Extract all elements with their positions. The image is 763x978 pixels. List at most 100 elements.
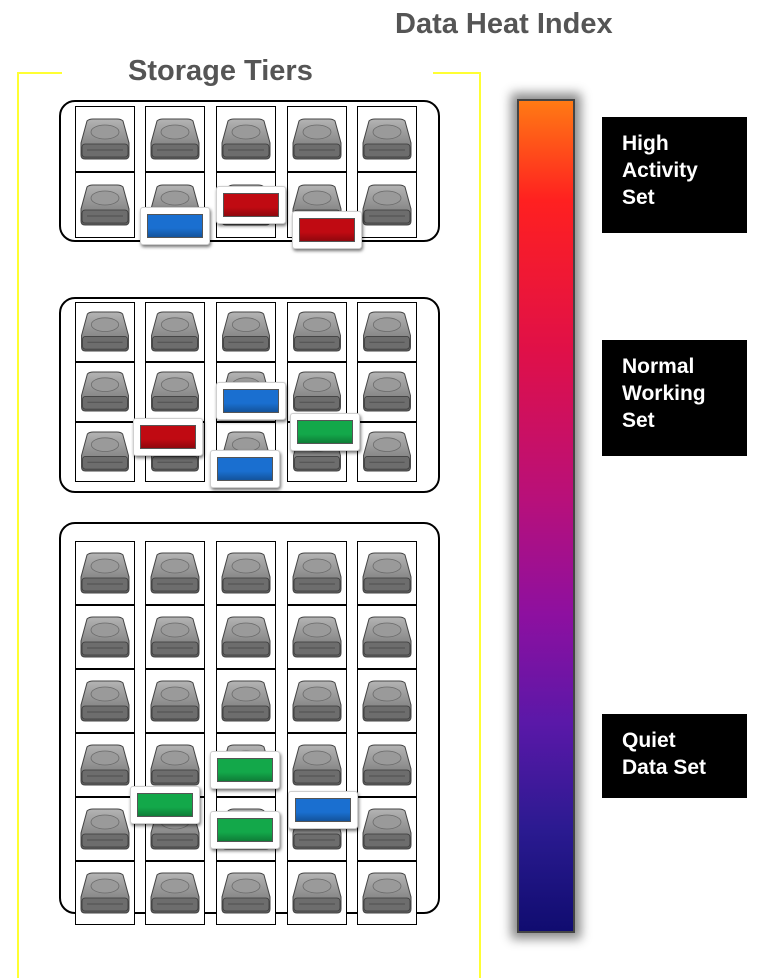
hard-drive-icon	[291, 370, 343, 413]
hard-drive-icon	[79, 806, 131, 852]
data-block-fill	[223, 389, 279, 413]
heat-index-bar	[517, 99, 575, 933]
hard-drive-icon	[291, 115, 343, 163]
hard-drive-icon	[79, 115, 131, 168]
hard-drive-icon	[361, 614, 413, 665]
hard-drive-icon	[149, 678, 201, 724]
hard-drive-icon	[291, 742, 343, 793]
blue-data-block	[216, 382, 286, 420]
hard-drive-icon	[361, 430, 413, 473]
hard-drive-icon	[149, 870, 201, 921]
hard-drive-icon	[79, 678, 131, 724]
hard-drive-icon	[149, 614, 201, 665]
data-block-fill	[217, 818, 273, 842]
hard-drive-icon	[220, 550, 272, 601]
hard-drive-icon	[291, 550, 343, 596]
hard-drive-icon	[291, 115, 343, 168]
hard-drive-icon	[361, 870, 413, 921]
hard-drive-icon	[220, 310, 272, 358]
hard-drive-icon	[220, 310, 272, 353]
hard-drive-icon	[361, 310, 413, 353]
hard-drive-icon	[79, 614, 131, 660]
hard-drive-icon	[220, 870, 272, 921]
hard-drive-icon	[361, 742, 413, 793]
hard-drive-icon	[79, 430, 131, 473]
blue-data-block	[288, 791, 358, 829]
hard-drive-icon	[291, 678, 343, 729]
hard-drive-icon	[79, 806, 131, 857]
hard-drive-icon	[79, 742, 131, 788]
hard-drive-icon	[220, 614, 272, 665]
hard-drive-icon	[220, 614, 272, 660]
data-block-fill	[295, 798, 351, 822]
data-block-fill	[147, 214, 203, 238]
data-block-fill	[137, 793, 193, 817]
hard-drive-icon	[79, 310, 131, 358]
data-block-fill	[223, 193, 279, 217]
hard-drive-icon	[361, 550, 413, 596]
hard-drive-icon	[79, 181, 131, 234]
hard-drive-icon	[79, 870, 131, 921]
normal-working-set-label: Normal Working Set	[602, 340, 747, 456]
hard-drive-icon	[291, 870, 343, 916]
hard-drive-icon	[79, 430, 131, 478]
green-data-block	[290, 413, 360, 451]
hard-drive-icon	[361, 614, 413, 660]
hard-drive-icon	[291, 678, 343, 724]
data-block-fill	[297, 420, 353, 444]
hard-drive-icon	[220, 678, 272, 729]
hard-drive-icon	[149, 870, 201, 916]
hard-drive-icon	[149, 115, 201, 163]
green-data-block	[130, 786, 200, 824]
hard-drive-icon	[361, 678, 413, 729]
hard-drive-icon	[361, 115, 413, 168]
hard-drive-icon	[79, 310, 131, 353]
hard-drive-icon	[220, 115, 272, 168]
frame-left-line	[17, 72, 19, 978]
hard-drive-icon	[149, 550, 201, 601]
green-data-block	[210, 811, 280, 849]
hard-drive-icon	[361, 430, 413, 478]
hard-drive-icon	[291, 370, 343, 418]
hard-drive-icon	[361, 742, 413, 788]
hard-drive-icon	[291, 870, 343, 921]
high-activity-set-label: High Activity Set	[602, 117, 747, 233]
data-block-fill	[299, 218, 355, 242]
data-block-fill	[217, 457, 273, 481]
green-data-block	[210, 751, 280, 789]
hard-drive-icon	[361, 115, 413, 163]
hard-drive-icon	[361, 181, 413, 229]
hard-drive-icon	[79, 550, 131, 601]
frame-top-right-line	[433, 72, 481, 74]
data-heat-index-title: Data Heat Index	[395, 8, 613, 41]
hard-drive-icon	[79, 678, 131, 729]
hard-drive-icon	[79, 115, 131, 163]
hard-drive-icon	[361, 550, 413, 601]
hard-drive-icon	[149, 370, 201, 413]
hard-drive-icon	[149, 614, 201, 660]
hard-drive-icon	[79, 614, 131, 665]
red-data-block	[133, 418, 203, 456]
hard-drive-icon	[291, 310, 343, 358]
blue-data-block	[140, 207, 210, 245]
hard-drive-icon	[149, 310, 201, 353]
storage-tiers-title: Storage Tiers	[128, 55, 313, 88]
hard-drive-icon	[220, 115, 272, 163]
red-data-block	[216, 186, 286, 224]
hard-drive-icon	[149, 550, 201, 596]
red-data-block	[292, 211, 362, 249]
hard-drive-icon	[79, 742, 131, 793]
hard-drive-icon	[79, 370, 131, 413]
hard-drive-icon	[361, 870, 413, 916]
hard-drive-icon	[220, 678, 272, 724]
hard-drive-icon	[291, 614, 343, 665]
hard-drive-icon	[149, 678, 201, 729]
hard-drive-icon	[79, 181, 131, 229]
hard-drive-icon	[220, 550, 272, 596]
hard-drive-icon	[149, 370, 201, 418]
hard-drive-icon	[291, 550, 343, 601]
hard-drive-icon	[149, 310, 201, 358]
data-block-fill	[217, 758, 273, 782]
hard-drive-icon	[291, 614, 343, 660]
hard-drive-icon	[361, 370, 413, 413]
